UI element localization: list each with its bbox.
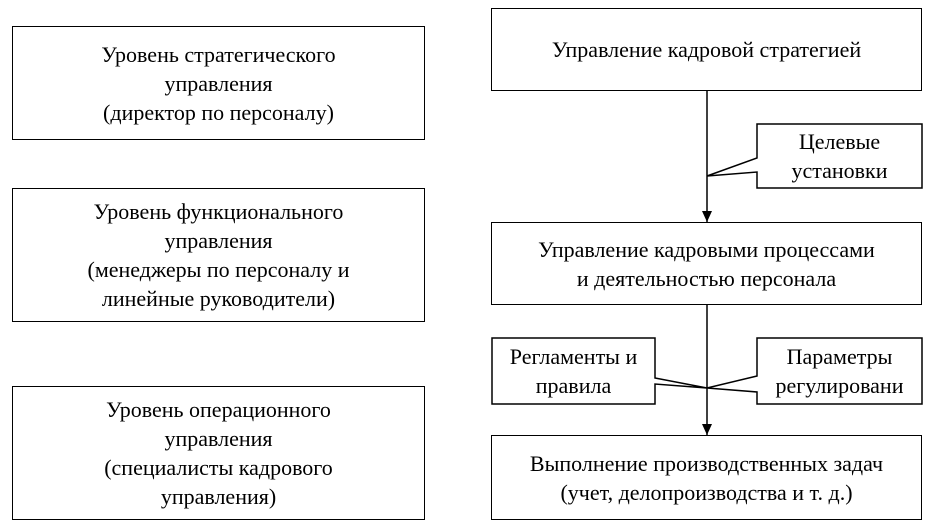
callout-params-shape [706, 337, 923, 405]
level-operational-line-1: Уровень операционного [106, 397, 331, 422]
callout-rules-line-2: правила [535, 373, 612, 398]
level-operational-box: Уровень операционного управления (специа… [12, 386, 425, 520]
callout-targets: Целевые установки [757, 127, 922, 185]
callout-rules: Регламенты и правила [492, 342, 655, 400]
level-functional-line-2: управления [164, 228, 273, 253]
callout-targets-shape [706, 123, 923, 189]
flow-strategy-line-1: Управление кадровой стратегией [551, 37, 862, 62]
level-functional-line-4: линейные руководители) [101, 286, 336, 311]
flow-processes-line-1: Управление кадровыми процессами [538, 236, 875, 262]
level-operational-line-2: управления [164, 426, 273, 451]
callout-targets-line-1: Целевые [798, 129, 881, 154]
flow-strategy-box: Управление кадровой стратегией [491, 8, 922, 91]
callout-rules-line-1: Регламенты и [509, 344, 638, 369]
callout-params-line-2: регулировани [775, 373, 904, 398]
arrow-head-1 [702, 211, 712, 222]
level-strategic-box: Уровень стратегического управления (дире… [12, 26, 425, 140]
level-strategic-line-3: (директор по персоналу) [103, 99, 334, 125]
level-functional-box: Уровень функционального управления (мене… [12, 188, 425, 322]
flow-tasks-line-2: (учет, делопроизводства и т. д.) [560, 479, 853, 505]
level-strategic-line-1: Уровень стратегического [101, 41, 336, 67]
flow-tasks-box: Выполнение производственных задач (учет,… [491, 435, 922, 520]
callout-params-line-1: Параметры [786, 344, 893, 369]
level-strategic-line-2: управления [164, 70, 273, 96]
flow-tasks-line-1: Выполнение производственных задач [529, 450, 884, 476]
arrow-head-2 [702, 424, 712, 435]
callout-params: Параметры регулировани [757, 342, 922, 400]
flow-processes-line-2: и деятельностью персонала [576, 265, 837, 291]
level-operational-line-3: (специалисты кадрового [104, 455, 333, 480]
flow-processes-box: Управление кадровыми процессами и деятел… [491, 222, 922, 305]
level-operational-line-4: управления) [160, 484, 277, 509]
level-functional-line-3: (менеджеры по персоналу и [87, 257, 350, 282]
level-functional-line-1: Уровень функционального [93, 199, 344, 224]
callout-targets-line-2: установки [791, 158, 888, 183]
callout-rules-shape [491, 337, 708, 405]
